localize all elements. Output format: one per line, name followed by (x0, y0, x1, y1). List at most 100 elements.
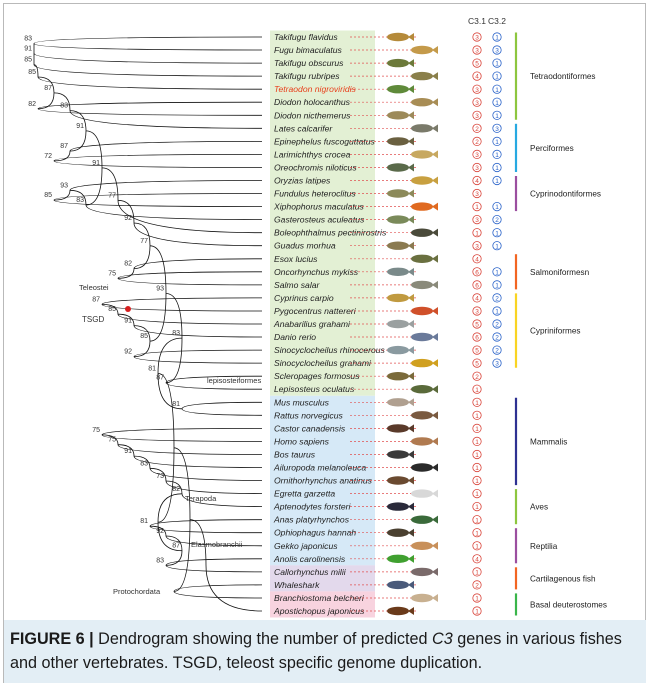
tree-branch (86, 131, 102, 205)
c31-count: 1 (475, 387, 479, 394)
species-name: Oreochromis niloticus (274, 163, 357, 173)
c31-count: 6 (475, 283, 479, 290)
species-image (387, 502, 409, 510)
c32-count: 2 (495, 322, 499, 329)
species-image-tail (408, 607, 414, 615)
bootstrap-value: 82 (28, 101, 36, 108)
c32-count: 3 (495, 361, 499, 368)
clade-label: Cyprinodontiformes (530, 190, 601, 199)
bootstrap-value: 91 (76, 123, 84, 130)
species-image-tail (432, 98, 438, 106)
species-image-tail (408, 503, 414, 511)
species-name: Scleropages formosus (274, 371, 360, 381)
tree-branch (70, 111, 86, 152)
species-image (411, 281, 433, 289)
c32-count: 2 (495, 348, 499, 355)
c32-count: 3 (495, 48, 499, 55)
c32-count: 3 (495, 126, 499, 133)
species-image-tail (432, 281, 438, 289)
bootstrap-value: 81 (172, 401, 180, 408)
species-image (411, 411, 433, 419)
species-name: Oryzias latipes (274, 176, 331, 186)
species-image (411, 568, 433, 576)
species-image-tail (408, 372, 414, 380)
species-image (411, 72, 433, 80)
bootstrap-value: 82 (124, 261, 132, 268)
species-name: Epinephelus fuscoguttatus (274, 136, 376, 146)
species-image-tail (408, 581, 414, 589)
species-image (387, 189, 409, 197)
clade-bars: TetraodontiformesPerciformesCyprinodonti… (516, 33, 607, 616)
bootstrap-value: 77 (108, 192, 116, 199)
species-image (387, 372, 409, 380)
species-name: Larimichthys crocea (274, 149, 351, 159)
bootstrap-value: 83 (172, 330, 180, 337)
bootstrap-value: 91 (124, 318, 132, 325)
species-image (411, 333, 433, 341)
bootstrap-value: 92 (156, 528, 164, 535)
species-name: Ailuropoda melanoleuca (273, 463, 366, 473)
species-image (411, 98, 433, 106)
c31-count: 1 (475, 517, 479, 524)
species-image-tail (408, 398, 414, 406)
bootstrap-value: 81 (140, 518, 148, 525)
bootstrap-value: 91 (24, 45, 32, 52)
bootstrap-value: 83 (76, 197, 84, 204)
species-image (387, 555, 409, 563)
c32-count: 2 (495, 296, 499, 303)
species-name: Whaleshark (274, 580, 320, 590)
c31-count: 5 (475, 361, 479, 368)
species-name: Ornithorhynchus anatinus (274, 476, 373, 486)
clade-label: Salmoniformesn (530, 268, 590, 277)
bootstrap-value: 83 (24, 36, 32, 43)
species-image-tail (432, 229, 438, 237)
clade-label: Aves (530, 503, 548, 512)
species-image-tail (408, 59, 414, 67)
species-image-tail (408, 529, 414, 537)
species-name: Danio rerio (274, 332, 316, 342)
species-image-tail (408, 320, 414, 328)
c32-count: 1 (495, 139, 499, 146)
c31-count: 2 (475, 139, 479, 146)
tree-branch (118, 259, 262, 279)
bootstrap-value: 81 (148, 365, 156, 372)
species-image-tail (432, 150, 438, 158)
clade-label: Reptilia (530, 542, 558, 551)
label-protochordata: Protochordata (113, 587, 161, 596)
c31-count: 2 (475, 126, 479, 133)
species-name: Cyprinus carpio (274, 293, 334, 303)
tree-branch (150, 246, 166, 341)
tree-branch (54, 181, 262, 201)
species-name: Lates calcarifer (274, 123, 333, 133)
species-name: Fugu bimaculatus (274, 45, 343, 55)
tree-branch (34, 53, 262, 76)
bootstrap-value: 85 (24, 57, 32, 64)
species-image (411, 489, 433, 497)
species-image (387, 398, 409, 406)
species-image-tail (408, 85, 414, 93)
species-name: Takifugu obscurus (274, 58, 344, 68)
species-image-tail (432, 516, 438, 524)
c31-count: 1 (475, 426, 479, 433)
bootstrap-value: 75 (108, 437, 116, 444)
species-image (411, 463, 433, 471)
label-teleostei: Teleostei (79, 283, 109, 292)
species-image-tail (408, 268, 414, 276)
bootstrap-value: 85 (140, 333, 148, 340)
bootstrap-value: 83 (60, 103, 68, 110)
species-name: Anolis carolinensis (273, 554, 346, 564)
c31-count: 1 (475, 609, 479, 616)
bootstrap-value: 87 (92, 296, 100, 303)
species-name: Callorhynchus milii (274, 567, 347, 577)
species-image-tail (432, 411, 438, 419)
species-name: Rattus norvegicus (274, 410, 343, 420)
species-name: Lepisosteus oculatus (274, 384, 355, 394)
species-image-tail (408, 137, 414, 145)
c31-count: 5 (475, 322, 479, 329)
species-image-tail (432, 333, 438, 341)
caption-gene: C3 (432, 630, 453, 648)
species-image-tail (432, 72, 438, 80)
c32-count: 1 (495, 87, 499, 94)
c31-count: 4 (475, 74, 479, 81)
